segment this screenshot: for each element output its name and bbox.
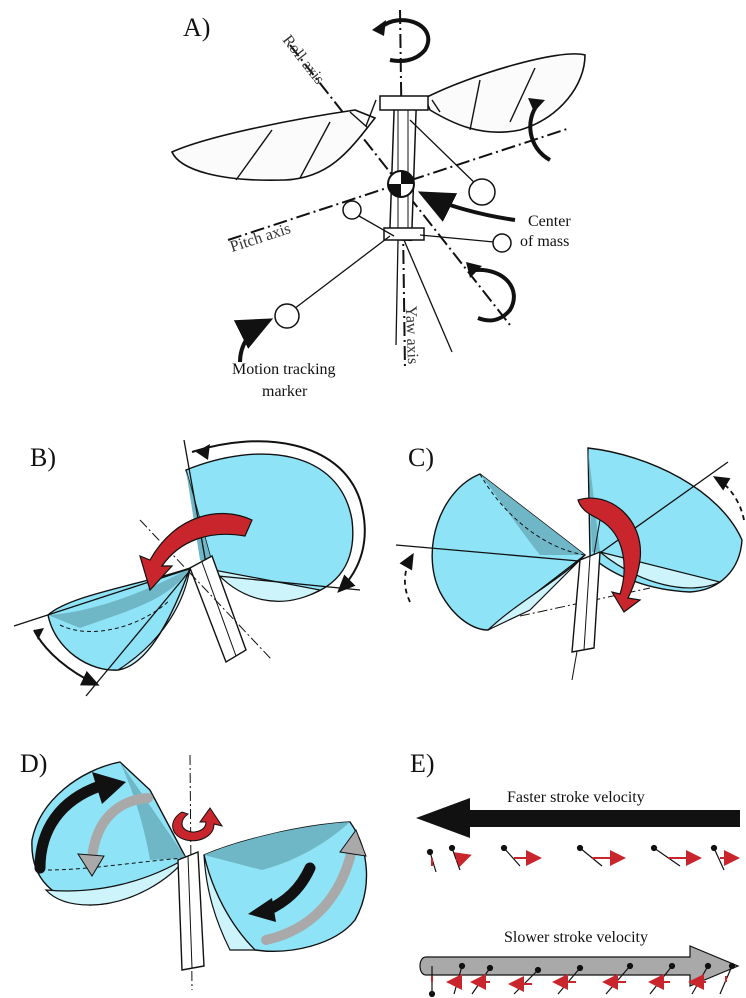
marker-pointer [240,322,266,362]
wing-section-glyph [712,846,737,871]
center-of-mass-pointer [425,195,515,220]
center-of-mass-label-2: of mass [520,233,569,250]
panel-b: B) [14,440,365,696]
slower-stroke-label: Slower stroke velocity [504,929,648,946]
panel-e: E) Faster stroke velocity Slower stroke … [410,749,740,997]
wing-post [178,852,204,970]
roll-axis-label: Roll axis [279,32,328,88]
tracking-marker [343,201,361,219]
faster-stroke-label: Faster stroke velocity [507,789,645,806]
left-wing [172,110,375,180]
yaw-rotation-arrow [380,20,428,61]
panel-b-label: B) [30,443,56,472]
red-yaw-arrow [173,808,222,841]
right-wing [425,54,585,132]
panel-d-label: D) [20,749,47,778]
center-of-mass-label-1: Center [528,213,571,230]
wing-section-glyph [502,846,539,867]
wing-section-glyph [652,846,699,867]
tracking-marker [493,234,511,252]
motion-marker-label-1: Motion tracking [232,361,336,378]
tracking-marker [275,304,299,328]
panel-c-label: C) [408,443,434,472]
robot-body [366,96,440,240]
wing-section-row-fast [428,846,737,873]
center-of-mass-symbol [388,171,414,197]
panel-a-label: A) [183,13,210,42]
panel-e-label: E) [410,749,435,778]
wing-section-glyph [578,846,623,867]
wing-post [572,552,600,652]
motion-marker-label-2: marker [262,383,308,400]
yaw-axis-label: Yaw axis [402,306,421,365]
panel-c: C) [396,443,744,680]
tracking-marker [469,179,495,205]
dashed-arc-arrow-left [405,556,412,602]
wing-section-glyph [428,850,437,873]
roll-rotation-arrow [475,270,514,321]
panel-a: A) [172,10,585,400]
pitch-axis-label: Pitch axis [228,220,293,256]
panel-d: D) [20,749,366,990]
wing-section-glyph [450,846,469,871]
